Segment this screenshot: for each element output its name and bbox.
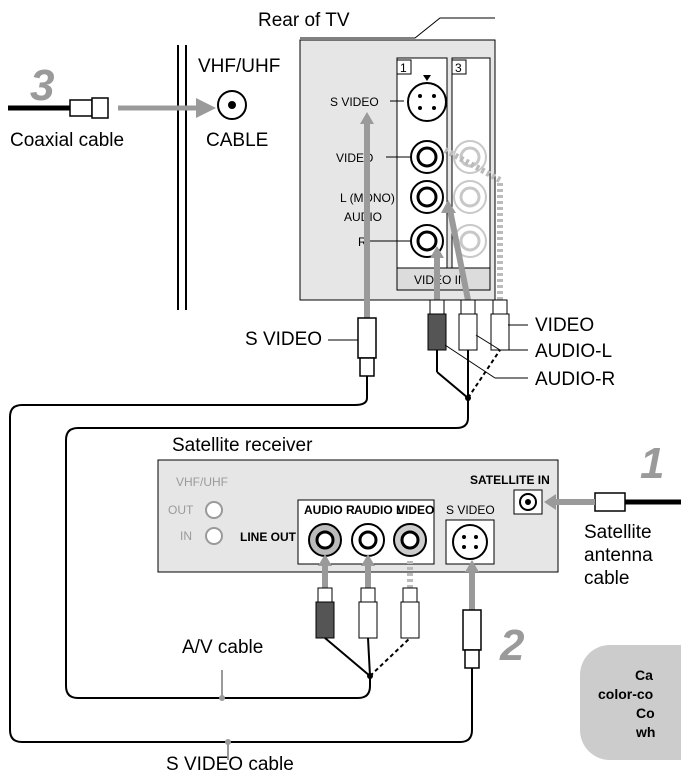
receiver-out-label: OUT bbox=[168, 503, 194, 517]
wall-vhf-uhf-label: VHF/UHF bbox=[198, 56, 280, 77]
tv-video-in-label: VIDEO IN bbox=[414, 273, 467, 287]
step-3-number: 3 bbox=[30, 61, 54, 110]
receiver-audio-r-label: AUDIO R bbox=[304, 503, 355, 517]
step-2-number: 2 bbox=[499, 621, 525, 670]
note-line-3: Co bbox=[636, 705, 655, 721]
coaxial-cable-label: Coaxial cable bbox=[10, 130, 124, 151]
satellite-cable-label-3: cable bbox=[584, 568, 629, 589]
svideo-cable-label: S VIDEO cable bbox=[166, 754, 294, 771]
video-label: VIDEO bbox=[535, 315, 594, 336]
receiver-out-jack bbox=[205, 501, 223, 519]
tv-svideo-jack bbox=[407, 82, 447, 122]
receiver-audio-l-label: AUDIO L bbox=[354, 503, 403, 517]
receiver-svideo-jack bbox=[452, 524, 488, 560]
receiver-svideo-label: S VIDEO bbox=[446, 503, 495, 517]
rca-plug-audio-r-tv bbox=[427, 299, 447, 372]
rca-plug-audio-r-receiver bbox=[315, 587, 335, 639]
av-cable-join-tv bbox=[436, 371, 469, 401]
tv-svideo-label: S VIDEO bbox=[330, 95, 379, 109]
tv-port-1-label: 1 bbox=[400, 61, 407, 75]
rca-plug-video-receiver bbox=[400, 587, 420, 639]
satellite-cable-label-1: Satellite bbox=[584, 522, 652, 543]
tv-port-1-box bbox=[396, 59, 412, 75]
line-out-label: LINE OUT bbox=[240, 530, 297, 544]
receiver-title: Satellite receiver bbox=[172, 435, 313, 456]
tv-port-3-box bbox=[451, 59, 467, 75]
svideo-cable-loop bbox=[9, 397, 473, 743]
tv-r-label: R bbox=[358, 235, 367, 249]
rca-plug-audio-l-tv bbox=[458, 299, 478, 372]
svideo-plug-label: S VIDEO bbox=[245, 329, 322, 350]
rca-plug-video-tv bbox=[490, 299, 510, 351]
step-1-number: 1 bbox=[640, 439, 664, 488]
audio-r-label: AUDIO-R bbox=[535, 369, 615, 390]
tv-rear-panel: 1 3 S VIDEO VIDEO L (MONO) AUDIO R VIDEO… bbox=[299, 39, 496, 301]
tv-audio-label: AUDIO bbox=[344, 210, 382, 224]
coax-plug bbox=[69, 99, 93, 117]
receiver-in-label: IN bbox=[180, 529, 192, 543]
tv-port-3-label: 3 bbox=[455, 61, 462, 75]
svideo-plug-tv bbox=[357, 317, 377, 359]
satellite-cable-plug bbox=[594, 492, 626, 512]
satellite-cable-label-2: antenna bbox=[584, 545, 653, 566]
av-cable-label: A/V cable bbox=[182, 637, 263, 658]
satellite-in-label: SATELLITE IN bbox=[470, 473, 550, 487]
rca-plug-audio-l-receiver bbox=[358, 587, 378, 639]
audio-l-tv-arrow bbox=[447, 209, 471, 301]
note-bubble: Ca color-co Co wh bbox=[580, 645, 681, 760]
receiver-vhf-uhf-label: VHF/UHF bbox=[176, 475, 228, 489]
note-line-4: wh bbox=[635, 724, 655, 740]
tv-title: Rear of TV bbox=[258, 10, 350, 31]
satellite-receiver-panel: VHF/UHF OUT IN LINE OUT AUDIO R AUDIO L … bbox=[157, 459, 559, 573]
down-triangle-icon bbox=[423, 75, 431, 81]
av-cable-join-receiver bbox=[324, 637, 372, 679]
av-cable-loop bbox=[65, 398, 469, 699]
note-line-2: color-co bbox=[598, 686, 653, 702]
wall-cable-label: CABLE bbox=[206, 130, 268, 151]
receiver-in-jack bbox=[205, 527, 223, 545]
audio-l-label: AUDIO-L bbox=[535, 341, 612, 362]
receiver-video-label: VIDEO bbox=[397, 503, 434, 517]
note-line-1: Ca bbox=[635, 667, 653, 683]
svideo-plug-receiver bbox=[462, 609, 482, 682]
tv-corner-line bbox=[300, 17, 495, 39]
